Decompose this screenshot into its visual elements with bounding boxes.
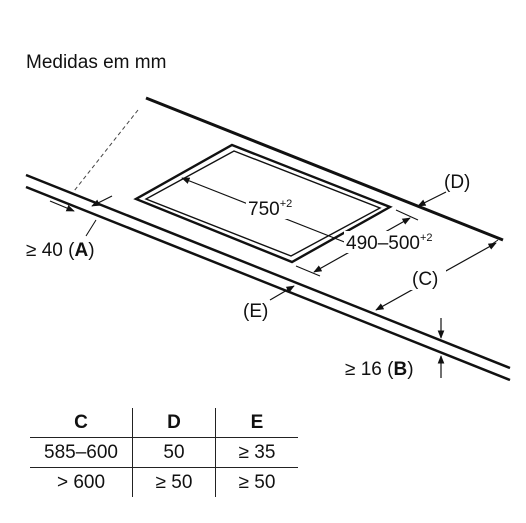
label-d: (D) [444,172,470,193]
worktop-front-edge-top [25,173,511,370]
label-c: (C) [412,269,438,290]
label-e: (E) [243,301,268,322]
table-cell: 50 [132,437,216,468]
depth-extension-line-bottom [295,265,321,277]
depth-extension-line-top [395,209,419,221]
dimensions-table: C D E 585–600 50 ≥ 35 > 600 ≥ 50 ≥ 50 [30,408,298,497]
table-cell: 585–600 [30,437,133,468]
table-header-row: C D E [30,408,298,438]
c-label-bg [410,266,446,290]
installation-diagram: Medidas em mm 750+2 490–500+2 (D) (C) ≥ … [25,52,511,382]
table-row: > 600 ≥ 50 ≥ 50 [30,467,298,497]
a-arrow-right [91,195,113,207]
worktop-front-edge-bottom [25,185,511,382]
projection-dashed-line [73,109,139,192]
a-leader-line [85,219,97,237]
table-cell: ≥ 35 [215,437,298,468]
a-arrow-left [49,200,75,212]
worktop-back-edge [145,96,504,242]
width-dimension-label: 750+2 [248,198,292,220]
depth-dimension-label: 490–500+2 [346,232,433,254]
table-cell: ≥ 50 [215,467,298,497]
units-caption: Medidas em mm [26,52,166,73]
table-header-c: C [74,411,88,433]
table-header-d: D [132,408,216,438]
label-a: ≥ 40 (A) [26,240,95,261]
e-leader-line [269,285,295,301]
table-cell: > 600 [30,467,133,497]
table-row: 585–600 50 ≥ 35 [30,437,298,468]
table-cell: ≥ 50 [132,467,216,497]
table-header-e: E [215,408,298,438]
d-leader-line [417,191,447,207]
width-label-bg [246,197,304,219]
label-b: ≥ 16 (B) [345,359,414,380]
